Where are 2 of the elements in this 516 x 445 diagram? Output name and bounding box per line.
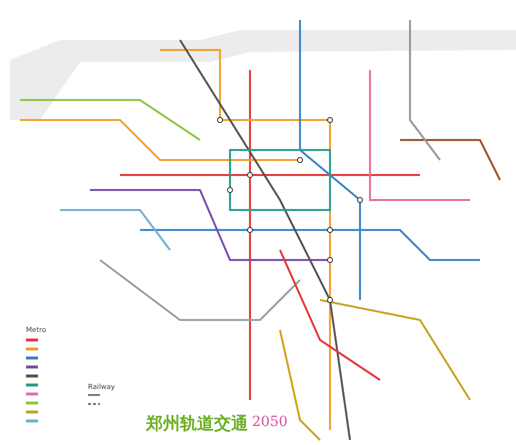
year-label: 2050	[252, 414, 288, 430]
map-title: 郑州轨道交通	[146, 413, 248, 435]
